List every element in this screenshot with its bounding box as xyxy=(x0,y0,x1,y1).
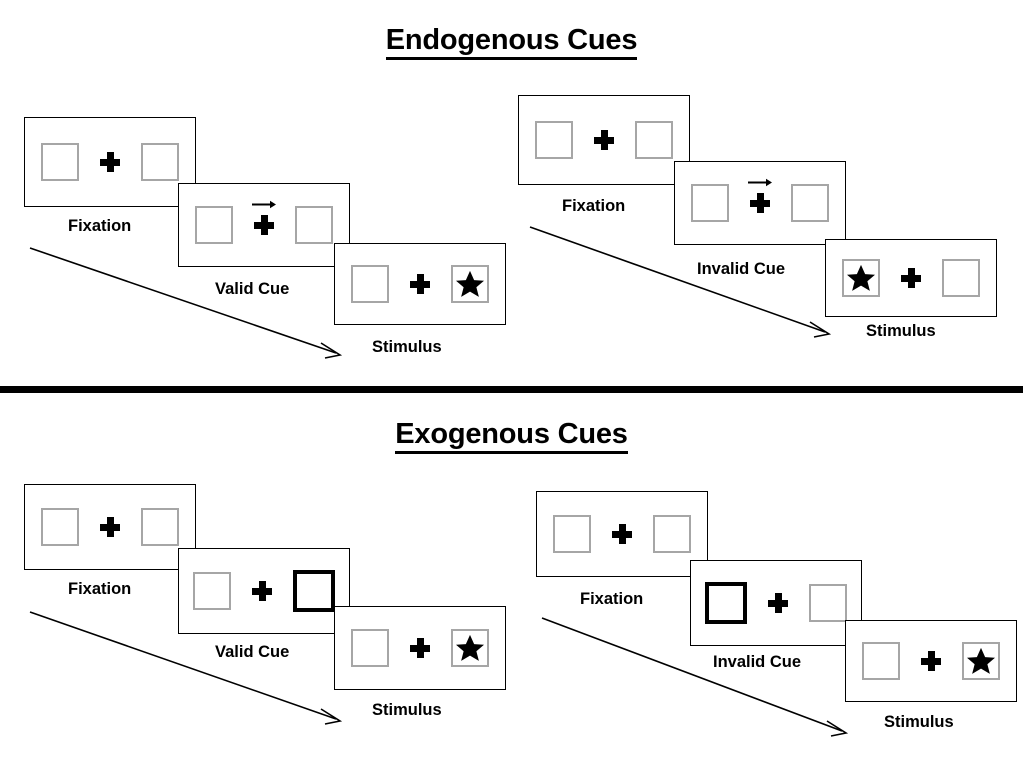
panel-content xyxy=(195,200,333,248)
star-icon xyxy=(967,647,995,674)
panel-content xyxy=(862,638,1000,684)
star-icon xyxy=(847,264,875,291)
panel-endogenous-valid-stimulus xyxy=(334,243,506,325)
panel-content xyxy=(553,511,691,557)
left-placeholder-box xyxy=(41,143,79,181)
fixation-cross-wrap xyxy=(747,178,773,226)
fixation-cross-wrap xyxy=(765,580,791,626)
panel-exogenous-invalid-stimulus xyxy=(845,620,1017,702)
right-placeholder-box-with-target xyxy=(451,265,489,303)
stage-label-exogenous-valid-stimulus: Stimulus xyxy=(372,701,442,719)
left-placeholder-box xyxy=(553,515,591,553)
plus-icon xyxy=(768,593,788,613)
panel-endogenous-valid-cue xyxy=(178,183,350,267)
plus-icon xyxy=(901,268,921,288)
fixation-cross-wrap xyxy=(249,568,275,614)
fixation-cross-wrap xyxy=(97,139,123,185)
left-placeholder-box xyxy=(351,265,389,303)
panel-content xyxy=(842,255,980,301)
fixation-cross-wrap xyxy=(918,638,944,684)
plus-icon xyxy=(410,274,430,294)
plus-icon xyxy=(750,193,770,213)
panel-content xyxy=(535,117,673,163)
section-title-endogenous-text: Endogenous Cues xyxy=(385,24,637,60)
stage-label-exogenous-valid-cue: Valid Cue xyxy=(215,643,290,661)
left-placeholder-box xyxy=(351,629,389,667)
plus-icon xyxy=(254,215,274,235)
panel-exogenous-invalid-cue xyxy=(690,560,862,646)
right-placeholder-box xyxy=(791,184,829,222)
panel-exogenous-valid-cue xyxy=(178,548,350,634)
right-placeholder-box xyxy=(141,508,179,546)
left-placeholder-box xyxy=(691,184,729,222)
plus-icon xyxy=(921,651,941,671)
stage-label-endogenous-invalid-cue: Invalid Cue xyxy=(697,260,786,278)
panel-content xyxy=(351,625,489,671)
left-placeholder-box xyxy=(535,121,573,159)
right-placeholder-box-cued xyxy=(293,570,335,612)
stage-label-exogenous-valid-fixation: Fixation xyxy=(68,580,132,598)
fixation-cross-wrap xyxy=(251,200,277,248)
panel-endogenous-valid-fixation xyxy=(24,117,196,207)
right-placeholder-box-with-target xyxy=(962,642,1000,680)
right-placeholder-box xyxy=(942,259,980,297)
plus-icon xyxy=(100,517,120,537)
plus-icon xyxy=(100,152,120,172)
star-icon xyxy=(456,270,484,297)
stage-label-endogenous-invalid-fixation: Fixation xyxy=(562,197,626,215)
panel-content xyxy=(351,261,489,307)
left-placeholder-box-with-target xyxy=(842,259,880,297)
panel-content xyxy=(705,580,847,626)
left-placeholder-box-cued xyxy=(705,582,747,624)
star-icon xyxy=(456,634,484,661)
stage-label-endogenous-valid-stimulus: Stimulus xyxy=(372,338,442,356)
arrow-right-icon xyxy=(748,178,772,187)
panel-exogenous-valid-stimulus xyxy=(334,606,506,690)
panel-endogenous-invalid-fixation xyxy=(518,95,690,185)
left-placeholder-box xyxy=(193,572,231,610)
arrow-right-icon xyxy=(252,200,276,209)
fixation-cross-wrap xyxy=(407,625,433,671)
panel-content xyxy=(691,178,829,226)
fixation-cross-wrap xyxy=(407,261,433,307)
right-placeholder-box xyxy=(653,515,691,553)
section-title-endogenous: Endogenous Cues xyxy=(0,24,1023,60)
section-divider xyxy=(0,386,1023,393)
right-placeholder-box xyxy=(141,143,179,181)
panel-endogenous-invalid-stimulus xyxy=(825,239,997,317)
right-placeholder-box xyxy=(295,206,333,244)
stage-label-endogenous-valid-cue: Valid Cue xyxy=(215,280,290,298)
panel-exogenous-valid-fixation xyxy=(24,484,196,570)
stage-label-endogenous-valid-fixation: Fixation xyxy=(68,217,132,235)
panel-content xyxy=(41,139,179,185)
section-title-exogenous-text: Exogenous Cues xyxy=(395,418,628,454)
panel-content xyxy=(41,504,179,550)
left-placeholder-box xyxy=(862,642,900,680)
fixation-cross-wrap xyxy=(898,255,924,301)
fixation-cross-wrap xyxy=(591,117,617,163)
plus-icon xyxy=(594,130,614,150)
section-title-exogenous: Exogenous Cues xyxy=(0,418,1023,454)
right-placeholder-box xyxy=(809,584,847,622)
stage-label-exogenous-invalid-cue: Invalid Cue xyxy=(713,653,802,671)
left-placeholder-box xyxy=(195,206,233,244)
plus-icon xyxy=(252,581,272,601)
fixation-cross-wrap xyxy=(609,511,635,557)
panel-content xyxy=(193,568,335,614)
stage-label-endogenous-invalid-stimulus: Stimulus xyxy=(866,322,936,340)
plus-icon xyxy=(612,524,632,544)
plus-icon xyxy=(410,638,430,658)
left-placeholder-box xyxy=(41,508,79,546)
fixation-cross-wrap xyxy=(97,504,123,550)
right-placeholder-box-with-target xyxy=(451,629,489,667)
right-placeholder-box xyxy=(635,121,673,159)
panel-endogenous-invalid-cue xyxy=(674,161,846,245)
panel-exogenous-invalid-fixation xyxy=(536,491,708,577)
stage-label-exogenous-invalid-stimulus: Stimulus xyxy=(884,713,954,731)
stage-label-exogenous-invalid-fixation: Fixation xyxy=(580,590,644,608)
